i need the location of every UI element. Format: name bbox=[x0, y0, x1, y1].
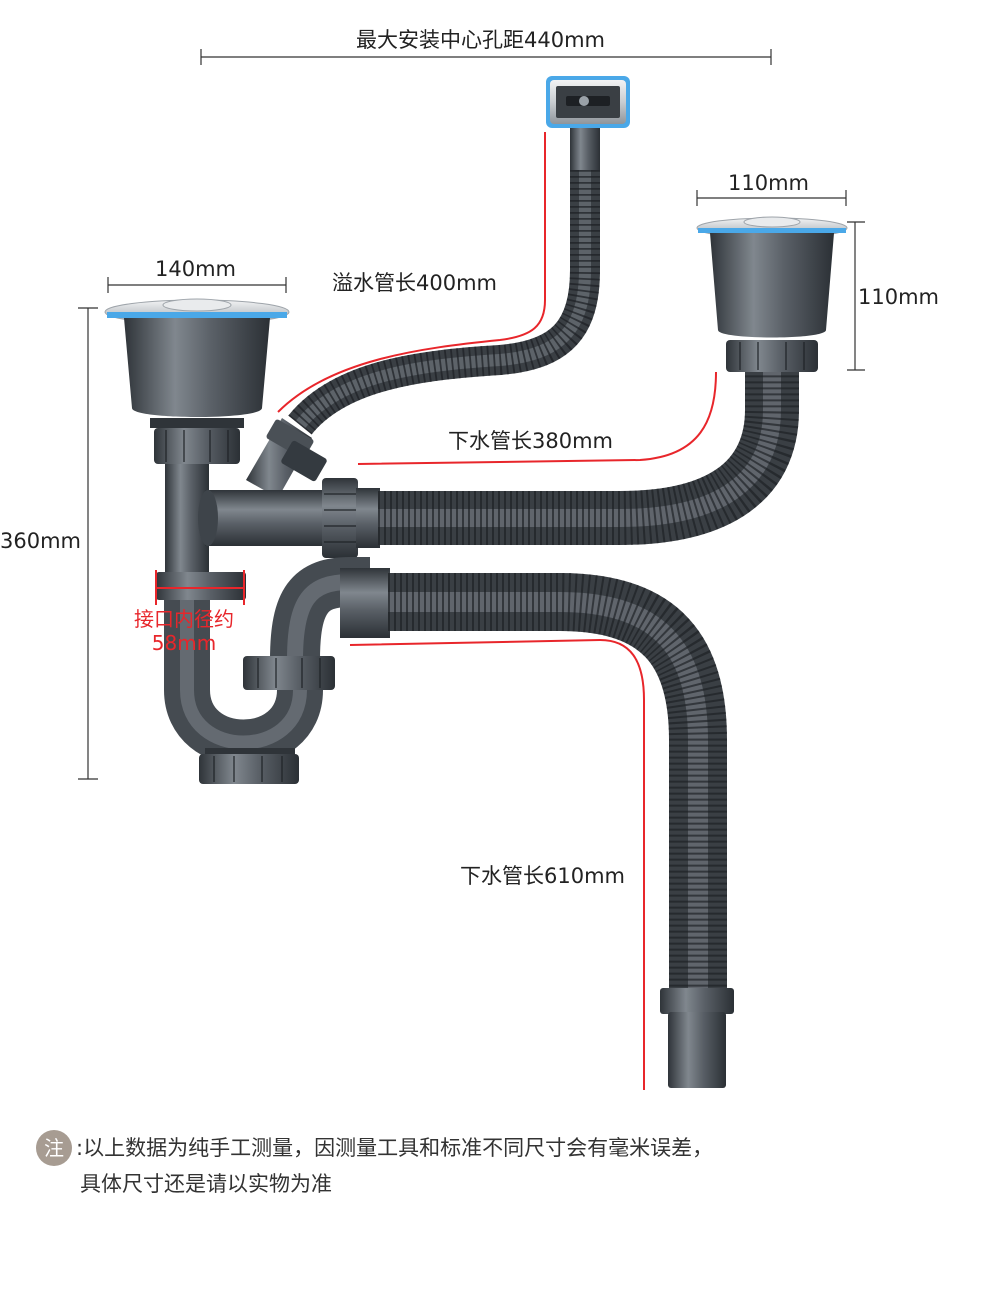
drain-610-measure-line bbox=[349, 638, 645, 1090]
right-basket-width-label: 110mm bbox=[728, 171, 809, 195]
drain-610-label: 下水管长610mm bbox=[460, 864, 625, 888]
center-distance-label: 最大安装中心孔距440mm bbox=[356, 28, 605, 52]
inner-diameter-line2: 58mm bbox=[151, 631, 217, 655]
overflow-cover-icon bbox=[546, 76, 630, 128]
drain-hose-380 bbox=[378, 372, 799, 545]
measure-lines bbox=[155, 132, 717, 1090]
tee-junction bbox=[198, 478, 380, 558]
right-sink-strainer-icon bbox=[696, 216, 848, 372]
right-basket-height-label: 110mm bbox=[858, 285, 939, 309]
dimension-lines bbox=[78, 190, 865, 780]
overflow-pipe-neck bbox=[570, 128, 600, 170]
drain-outlet bbox=[660, 988, 734, 1088]
inner-diameter-label: 接口内径约 58mm bbox=[134, 607, 234, 655]
left-sink-strainer-icon bbox=[104, 298, 290, 464]
overflow-pipe-label: 溢水管长400mm bbox=[332, 271, 497, 295]
left-basket-width-label: 140mm bbox=[155, 257, 236, 281]
overflow-hose bbox=[288, 170, 600, 435]
center-distance-dimension bbox=[200, 49, 772, 65]
inner-diameter-line1: 接口内径约 bbox=[134, 607, 234, 631]
note-line1: 注:以上数据为纯手工测量，因测量工具和标准不同尺寸会有毫米误差， bbox=[36, 1130, 713, 1166]
overall-height-label: 360mm bbox=[0, 529, 81, 553]
p-trap bbox=[164, 557, 390, 784]
drain-380-measure-line bbox=[357, 371, 717, 465]
overflow-connector bbox=[246, 418, 327, 498]
note-text-2: 具体尺寸还是请以实物为准 bbox=[80, 1172, 332, 1196]
note-badge: 注 bbox=[36, 1130, 72, 1166]
left-pipe-collar bbox=[156, 572, 246, 600]
overflow-measure-line bbox=[277, 132, 546, 413]
drain-380-label: 下水管长380mm bbox=[448, 429, 613, 453]
disclaimer-note: 注:以上数据为纯手工测量，因测量工具和标准不同尺寸会有毫米误差， 具体尺寸还是请… bbox=[36, 1130, 713, 1202]
note-text-1: :以上数据为纯手工测量，因测量工具和标准不同尺寸会有毫米误差， bbox=[76, 1136, 714, 1160]
drain-hose-610 bbox=[388, 573, 727, 990]
